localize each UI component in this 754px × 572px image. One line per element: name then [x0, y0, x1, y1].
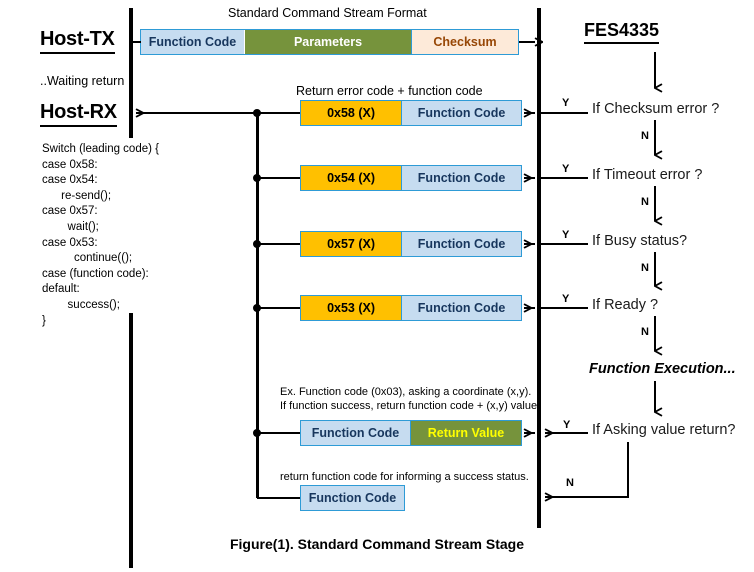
message-code-0x58: 0x58 (X): [301, 101, 402, 125]
message-function-code-0x58: Function Code: [401, 101, 521, 125]
switch-code-block: Switch (leading code) { case 0x58: case …: [42, 143, 159, 327]
message-bus-line: [256, 112, 259, 498]
error-return-caption: Return error code + function code: [296, 84, 483, 98]
branch-label-yes-busy: Y: [562, 229, 570, 241]
branch-label-no-timeout: N: [641, 196, 649, 208]
branch-label-no-checksum: N: [641, 130, 649, 142]
command-stream-title: Standard Command Stream Format: [228, 6, 427, 20]
decision-busy-status: If Busy status?: [592, 233, 688, 249]
host-lifeline-lower: [129, 313, 133, 568]
message-box-0x54: 0x54 (X) Function Code: [300, 165, 522, 191]
message-box-0x58: 0x58 (X) Function Code: [300, 100, 522, 126]
message-function-code-0x54: Function Code: [401, 166, 521, 190]
message-code-0x57: 0x57 (X): [301, 232, 402, 256]
branch-label-no-ready: N: [641, 326, 649, 338]
host-tx-label: Host-TX: [40, 28, 115, 54]
message-code-0x53: 0x53 (X): [301, 296, 402, 320]
decision-ready: If Ready ?: [592, 297, 659, 313]
message-function-code-0x53: Function Code: [401, 296, 521, 320]
host-lifeline-upper: [129, 8, 133, 138]
message-function-code-0x57: Function Code: [401, 232, 521, 256]
stream-segment-function-code: Function Code: [141, 30, 244, 54]
device-label: FES4335: [584, 20, 660, 44]
stream-segment-parameters: Parameters: [244, 30, 411, 54]
stream-segment-checksum: Checksum: [411, 30, 518, 54]
command-stream-bar: Function Code Parameters Checksum: [140, 29, 519, 55]
value-return-note-line2: If function success, return function cod…: [280, 400, 541, 412]
device-lifeline: [537, 8, 541, 528]
return-value-segment: Return Value: [410, 421, 521, 445]
success-status-note: return function code for informing a suc…: [280, 471, 529, 483]
branch-label-no-asking: N: [566, 477, 574, 489]
waiting-return-text: ..Waiting return: [40, 74, 125, 88]
figure-caption: Figure(1). Standard Command Stream Stage: [229, 536, 525, 552]
decision-timeout-error: If Timeout error ?: [592, 167, 703, 183]
branch-label-yes-asking: Y: [563, 419, 571, 431]
success-function-code: Function Code: [301, 486, 404, 510]
branch-label-yes-checksum: Y: [562, 97, 570, 109]
message-box-return-value: Function Code Return Value: [300, 420, 522, 446]
decision-checksum-error: If Checksum error ?: [592, 101, 720, 117]
message-box-success: Function Code: [300, 485, 405, 511]
branch-label-yes-timeout: Y: [562, 163, 570, 175]
branch-label-yes-ready: Y: [562, 293, 570, 305]
return-value-function-code: Function Code: [301, 421, 410, 445]
message-code-0x54: 0x54 (X): [301, 166, 402, 190]
host-rx-label: Host-RX: [40, 101, 117, 127]
function-execution-label: Function Execution...: [589, 361, 736, 377]
branch-label-no-busy: N: [641, 262, 649, 274]
message-box-0x57: 0x57 (X) Function Code: [300, 231, 522, 257]
decision-asking-value-return: If Asking value return?: [592, 422, 736, 438]
value-return-note-line1: Ex. Function code (0x03), asking a coord…: [280, 386, 532, 398]
message-box-0x53: 0x53 (X) Function Code: [300, 295, 522, 321]
